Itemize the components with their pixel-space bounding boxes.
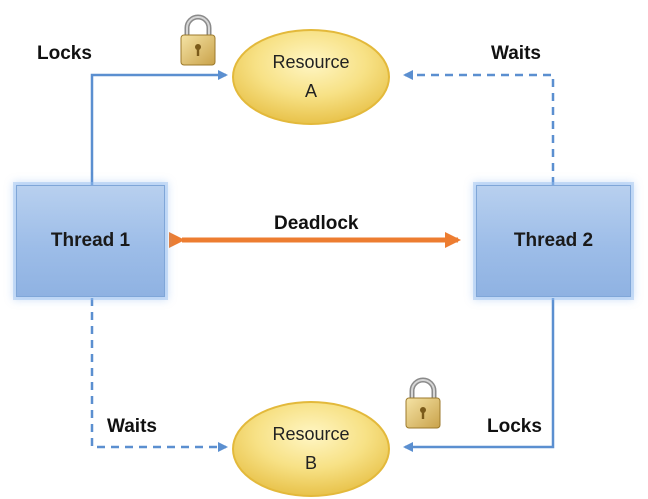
label-t2-locks-b: Locks [487, 416, 542, 437]
thread-2-box: Thread 2 [476, 185, 631, 297]
label-deadlock: Deadlock [274, 213, 359, 234]
resource-b-ellipse [232, 401, 390, 497]
edge-t2-waits-a [403, 70, 555, 185]
label-t2-waits-a: Waits [491, 43, 541, 64]
edge-t2-locks-b [403, 298, 555, 452]
thread-1-box: Thread 1 [16, 185, 165, 297]
edge-t1-locks-a [90, 70, 228, 185]
label-t1-waits-b: Waits [107, 416, 157, 437]
thread-2-label: Thread 2 [513, 230, 594, 251]
label-t1-locks-a: Locks [37, 43, 92, 64]
padlock-icon [405, 377, 441, 429]
resource-a-ellipse [232, 29, 390, 125]
thread-1-label: Thread 1 [50, 230, 131, 251]
padlock-icon [180, 14, 216, 66]
edge-t1-waits-b [90, 298, 228, 452]
